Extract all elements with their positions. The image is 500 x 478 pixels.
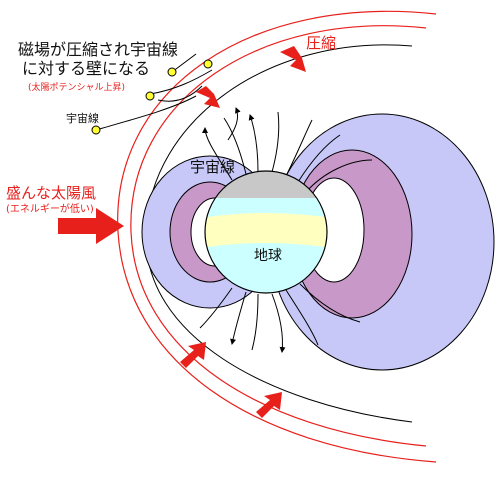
bow-shock-line-outer	[117, 10, 437, 463]
arrow-lower-1	[180, 342, 206, 368]
cosmic-ray-label: 宇宙線	[66, 111, 99, 125]
bow-shock-line-inner	[130, 25, 427, 447]
solar-wind-arrow	[58, 208, 124, 244]
earth-label: 地球	[254, 248, 282, 264]
cosmic-ray-belt-label: 宇宙線	[190, 158, 235, 176]
arrow-lower-2	[256, 392, 282, 418]
compression-label: 圧縮	[306, 34, 336, 52]
wall-label-line1: 磁場が圧縮され宇宙線	[18, 40, 178, 59]
cosmic-ray-dot-2	[145, 91, 155, 101]
compression-arrow-top	[280, 46, 306, 72]
solar-potential-label: (太陽ポテンシャル上昇)	[28, 81, 125, 93]
wall-label-line2: に対する壁になる	[22, 59, 150, 78]
red-arrows	[58, 46, 306, 418]
earth-equator-band	[205, 213, 327, 248]
cosmic-ray-dot-3	[167, 67, 177, 77]
strong-solar-wind-label: 盛んな太陽風	[6, 184, 96, 202]
cosmic-ray-dot-4	[203, 59, 213, 69]
low-energy-label: (エネルギーが低い)	[6, 202, 94, 215]
cosmic-ray-dot-1	[91, 125, 101, 135]
field-lines	[199, 107, 373, 353]
arrow-wall-mid	[196, 86, 220, 108]
